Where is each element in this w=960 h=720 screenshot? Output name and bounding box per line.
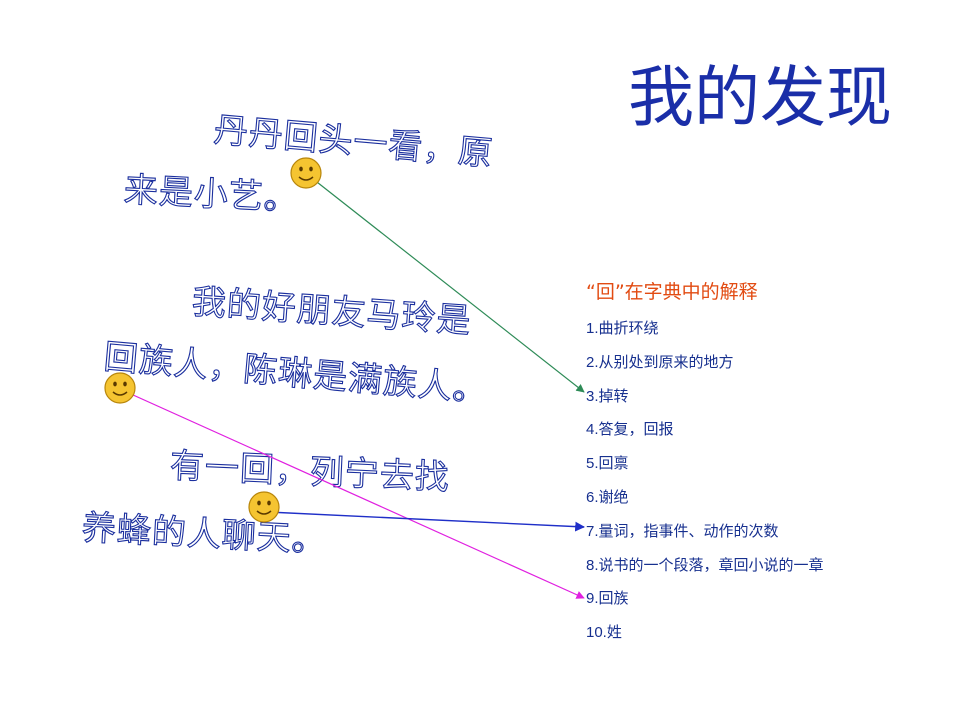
arrow-sentence-1-to-item-3 [307, 174, 585, 393]
dictionary-item: 9.回族 [586, 589, 629, 608]
dictionary-list: 1.曲折环绕 2.从别处到原来的地方 3.掉转 4.答复，回报 5.回禀 6.谢… [586, 312, 926, 650]
dictionary-item: 6.谢绝 [586, 487, 629, 506]
dictionary-item: 7.量词，指事件、动作的次数 [586, 521, 779, 540]
dictionary-panel: “回”在字典中的解释 1.曲折环绕 2.从别处到原来的地方 3.掉转 4.答复，… [586, 278, 926, 650]
dictionary-item: 5.回禀 [586, 454, 629, 473]
smiley-face-icon [248, 491, 280, 523]
smiley-face-icon [104, 372, 136, 404]
arrow-sentence-2-to-item-9 [121, 389, 585, 599]
arrow-sentence-3-to-item-7 [267, 511, 585, 532]
dictionary-title: “回”在字典中的解释 [586, 281, 758, 303]
dictionary-item: 10.姓 [586, 623, 622, 642]
page-title: 我的发现 [628, 59, 892, 136]
smiley-face-icon [290, 157, 322, 189]
dictionary-item: 1.曲折环绕 [586, 319, 659, 337]
dictionary-item: 8.说书的一个段落，章回小说的一章 [586, 555, 824, 574]
dictionary-item: 2.从别处到原来的地方 [586, 352, 734, 371]
dictionary-item: 4.答复，回报 [586, 420, 674, 439]
dictionary-item: 3.掉转 [586, 386, 629, 405]
